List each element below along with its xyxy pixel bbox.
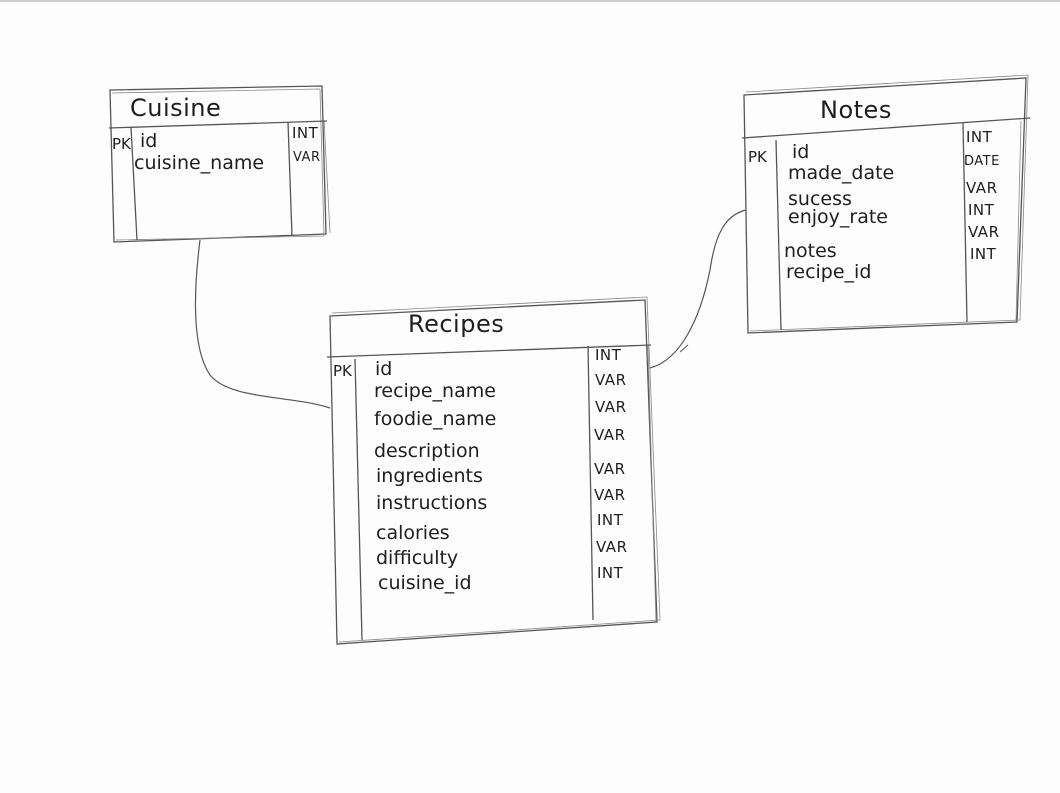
notes-type-recipe-id: INT <box>970 245 997 263</box>
recipes-type-description: VAR <box>594 426 626 444</box>
notes-type-id: INT <box>966 128 993 146</box>
recipes-type-difficulty: VAR <box>596 538 628 556</box>
notes-type-sucess: VAR <box>966 179 998 197</box>
notes-field-recipe-id: recipe_id <box>786 261 872 283</box>
recipes-type-calories: INT <box>597 511 624 529</box>
recipes-field-cuisine-id: cuisine_id <box>378 572 472 594</box>
recipes-field-description: description <box>374 440 480 462</box>
recipes-type-ingredients: VAR <box>594 460 626 478</box>
recipes-field-foodie-name: foodie_name <box>374 408 497 430</box>
recipes-field-id: id <box>375 358 393 380</box>
notes-field-id: id <box>792 141 810 163</box>
recipes-type-instructions: VAR <box>594 486 626 504</box>
notes-type-notes: VAR <box>968 223 1000 241</box>
cuisine-type-cuisine-name: VAR <box>293 150 321 165</box>
notes-type-made-date: DATE <box>964 154 1000 169</box>
cuisine-table-box <box>108 85 331 243</box>
recipes-field-recipe-name: recipe_name <box>374 380 496 402</box>
recipes-table-title: Recipes <box>408 310 505 338</box>
relationship-line-cuisine-recipes <box>194 239 331 409</box>
recipes-pk-label: PK <box>333 362 352 380</box>
cuisine-field-cuisine-name: cuisine_name <box>134 152 265 174</box>
recipes-type-foodie-name: VAR <box>595 398 627 416</box>
notes-type-enjoy-rate: INT <box>968 201 995 219</box>
notes-field-notes: notes <box>784 240 837 262</box>
notes-field-sucess: sucess <box>788 188 852 210</box>
notes-table-title: Notes <box>820 96 892 124</box>
cuisine-table-title: Cuisine <box>130 94 222 122</box>
notes-field-made-date: made_date <box>788 162 895 184</box>
recipes-type-id: INT <box>595 346 622 364</box>
relationship-line-recipes-notes <box>649 209 747 369</box>
recipes-field-instructions: instructions <box>376 492 488 514</box>
cuisine-pk-label: PK <box>112 135 131 153</box>
recipes-type-recipe-name: VAR <box>595 371 627 389</box>
notes-pk-label: PK <box>748 148 767 166</box>
recipes-field-calories: calories <box>376 522 450 544</box>
recipes-field-ingredients: ingredients <box>376 465 483 487</box>
recipes-field-difficulty: difficulty <box>376 547 459 569</box>
notes-table-box <box>741 74 1031 334</box>
recipes-type-cuisine-id: INT <box>597 564 624 582</box>
cuisine-field-id: id <box>140 130 158 152</box>
recipes-table-box <box>326 296 661 645</box>
notes-field-enjoy-rate: enjoy_rate <box>788 206 888 228</box>
cuisine-type-id: INT <box>292 124 319 142</box>
